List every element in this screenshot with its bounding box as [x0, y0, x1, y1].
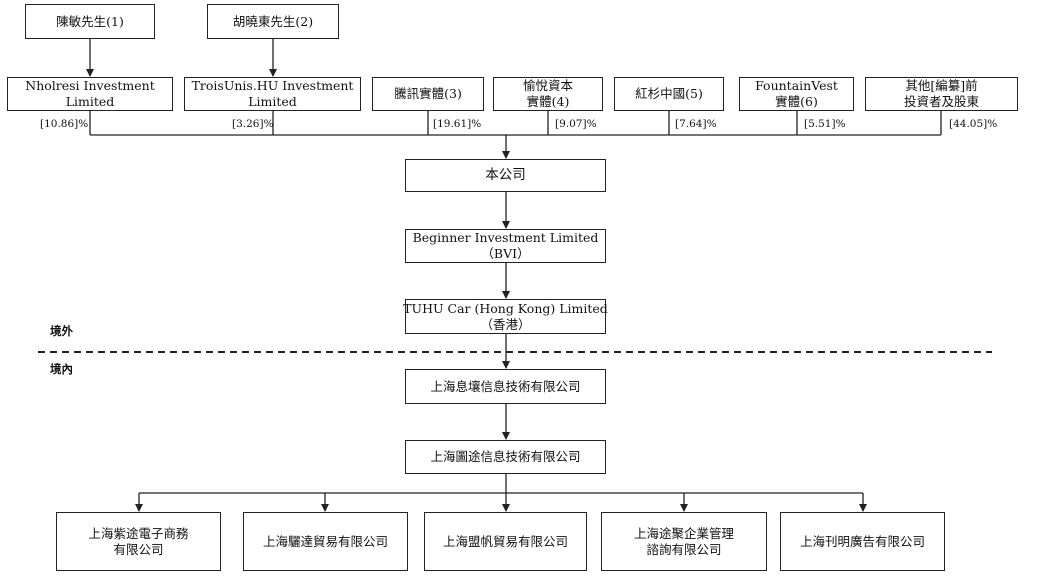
subsidiary-lida-label-line: 上海驪達貿易有限公司 [262, 533, 388, 549]
subsidiary-tuju: 上海途聚企業管理諮詢有限公司 [601, 512, 767, 571]
pct-tencent: [19.61]% [433, 118, 482, 130]
holder-fountainvest-label-line: FountainVest [755, 78, 838, 94]
pct-others: [44.05]% [949, 118, 998, 130]
subsidiary-mengfan: 上海盟帆貿易有限公司 [424, 512, 587, 571]
shareholder-chen-min: 陳敏先生(1) [25, 4, 155, 39]
holder-nholresi-label-line: Limited [65, 94, 115, 109]
holder-nholresi-label-line: Nholresi Investment [25, 78, 155, 94]
node-company: 本公司 [405, 159, 606, 192]
pct-nholresi: [10.86]% [40, 118, 89, 130]
node-opco: 上海圖途信息技術有限公司 [405, 440, 606, 474]
subsidiary-lida: 上海驪達貿易有限公司 [243, 512, 408, 571]
node-bvi: Beginner Investment Limited（BVI） [405, 229, 606, 263]
subsidiary-kanming: 上海刊明廣告有限公司 [780, 512, 945, 571]
holder-joy-capital: 愉悅資本實體(4) [493, 77, 603, 111]
holder-troisunis-label-line: TroisUnis.HU Investment [191, 78, 354, 94]
pct-fountainvest: [5.51]% [804, 118, 846, 130]
subsidiary-zitu-label-line: 上海紫途電子商務 [88, 525, 189, 541]
subsidiary-mengfan-label-line: 上海盟帆貿易有限公司 [442, 533, 568, 549]
holder-sequoia: 紅杉中國(5) [614, 77, 724, 111]
shareholder-hu-xiaodong-label-line: 胡曉東先生(2) [232, 13, 314, 29]
pct-troisunis: [3.26]% [232, 118, 274, 130]
region-offshore-label: 境外 [50, 324, 73, 338]
node-wfoe-label-line: 上海息壤信息技術有限公司 [430, 378, 581, 394]
holder-joy-capital-label-line: 愉悅資本 [522, 78, 573, 94]
subsidiary-tuju-label-line: 諮詢有限公司 [646, 541, 722, 557]
node-wfoe: 上海息壤信息技術有限公司 [405, 369, 606, 404]
shareholder-chen-min-label-line: 陳敏先生(1) [56, 13, 124, 29]
node-opco-label-line: 上海圖途信息技術有限公司 [430, 449, 581, 465]
node-bvi-label-line: （BVI） [481, 246, 530, 261]
node-bvi-label-line: Beginner Investment Limited [412, 230, 599, 246]
node-hong-kong-label-line: （香港） [480, 316, 531, 332]
region-onshore-label: 境內 [50, 362, 73, 376]
node-hong-kong: TUHU Car (Hong Kong) Limited（香港） [403, 299, 608, 334]
holder-others-label-line: 投資者及股東 [903, 94, 979, 109]
pct-joy-capital: [9.07]% [555, 118, 597, 130]
holder-tencent: 騰訊實體(3) [372, 77, 484, 111]
node-company-label-line: 本公司 [485, 167, 526, 184]
subsidiary-zitu: 上海紫途電子商務有限公司 [56, 512, 221, 571]
holder-fountainvest-label-line: 實體(6) [775, 94, 818, 109]
holder-others-label-line: 其他[編纂]前 [905, 78, 978, 94]
subsidiary-tuju-label-line: 上海途聚企業管理 [633, 525, 734, 541]
subsidiary-kanming-label-line: 上海刊明廣告有限公司 [799, 533, 925, 549]
holder-others: 其他[編纂]前投資者及股東 [865, 77, 1018, 111]
node-hong-kong-label-line: TUHU Car (Hong Kong) Limited [403, 300, 608, 316]
pct-sequoia: [7.64]% [675, 118, 717, 130]
holder-tencent-label-line: 騰訊實體(3) [394, 86, 462, 102]
holder-sequoia-label-line: 紅杉中國(5) [635, 86, 703, 102]
holder-troisunis-label-line: Limited [248, 94, 297, 109]
shareholder-hu-xiaodong: 胡曉東先生(2) [207, 4, 339, 39]
subsidiary-zitu-label-line: 有限公司 [113, 541, 164, 557]
holder-joy-capital-label-line: 實體(4) [526, 94, 570, 109]
